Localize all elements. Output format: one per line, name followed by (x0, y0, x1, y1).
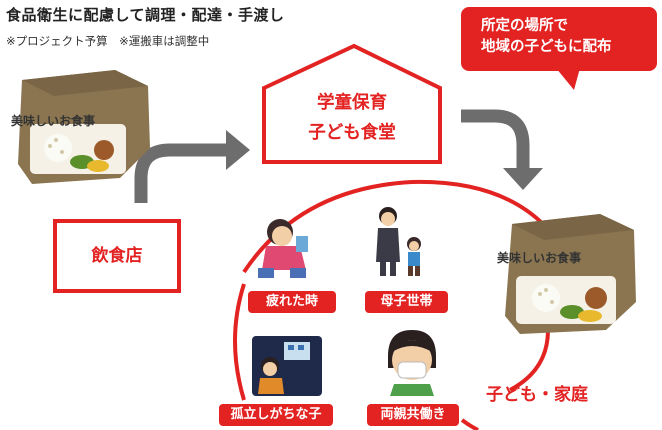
arrow-facility-to-family (461, 109, 530, 170)
food-container-left-icon (18, 70, 150, 184)
target-single-mother-badge: 母子世帯 (365, 291, 448, 313)
family-label: 子ども・家庭 (486, 385, 588, 405)
facility-house-outline (262, 43, 442, 164)
arrow-head-1 (226, 130, 250, 170)
arrow-head-2 (503, 168, 543, 190)
food-container-right-icon (505, 214, 636, 334)
facility-label: 学童保育 子ども食堂 (264, 88, 440, 148)
family-circle-arc-bottom (460, 418, 479, 430)
masked-child-icon (388, 330, 436, 396)
family-circle-arc-left (233, 283, 246, 401)
facility-label-line-2: 子ども食堂 (308, 123, 396, 143)
target-tired-badge: 疲れた時 (248, 291, 336, 313)
restaurant-box: 飲食店 (53, 219, 181, 293)
arrow-restaurant-to-facility (134, 143, 228, 203)
page-title: 食品衛生に配慮して調理・配達・手渡し (6, 6, 285, 24)
callout-line-1: 所定の場所で (481, 18, 568, 34)
distribution-callout: 所定の場所で 地域の子どもに配布 (461, 7, 657, 71)
target-isolated-badge: 孤立しがちな子 (219, 404, 333, 426)
project-note: ※プロジェクト予算 ※運搬車は調整中 (6, 34, 210, 48)
target-working-parents-badge: 両親共働き (367, 404, 459, 426)
family-circle-arc-right (509, 329, 550, 392)
food-label-left: 美味しいお食事 (11, 114, 96, 128)
mother-child-icon (376, 207, 421, 276)
callout-line-2: 地域の子どもに配布 (481, 39, 612, 55)
facility-label-line-1: 学童保育 (317, 93, 387, 113)
food-label-right: 美味しいお食事 (497, 251, 582, 265)
tired-child-icon (258, 219, 308, 278)
isolated-child-icon (252, 336, 322, 396)
